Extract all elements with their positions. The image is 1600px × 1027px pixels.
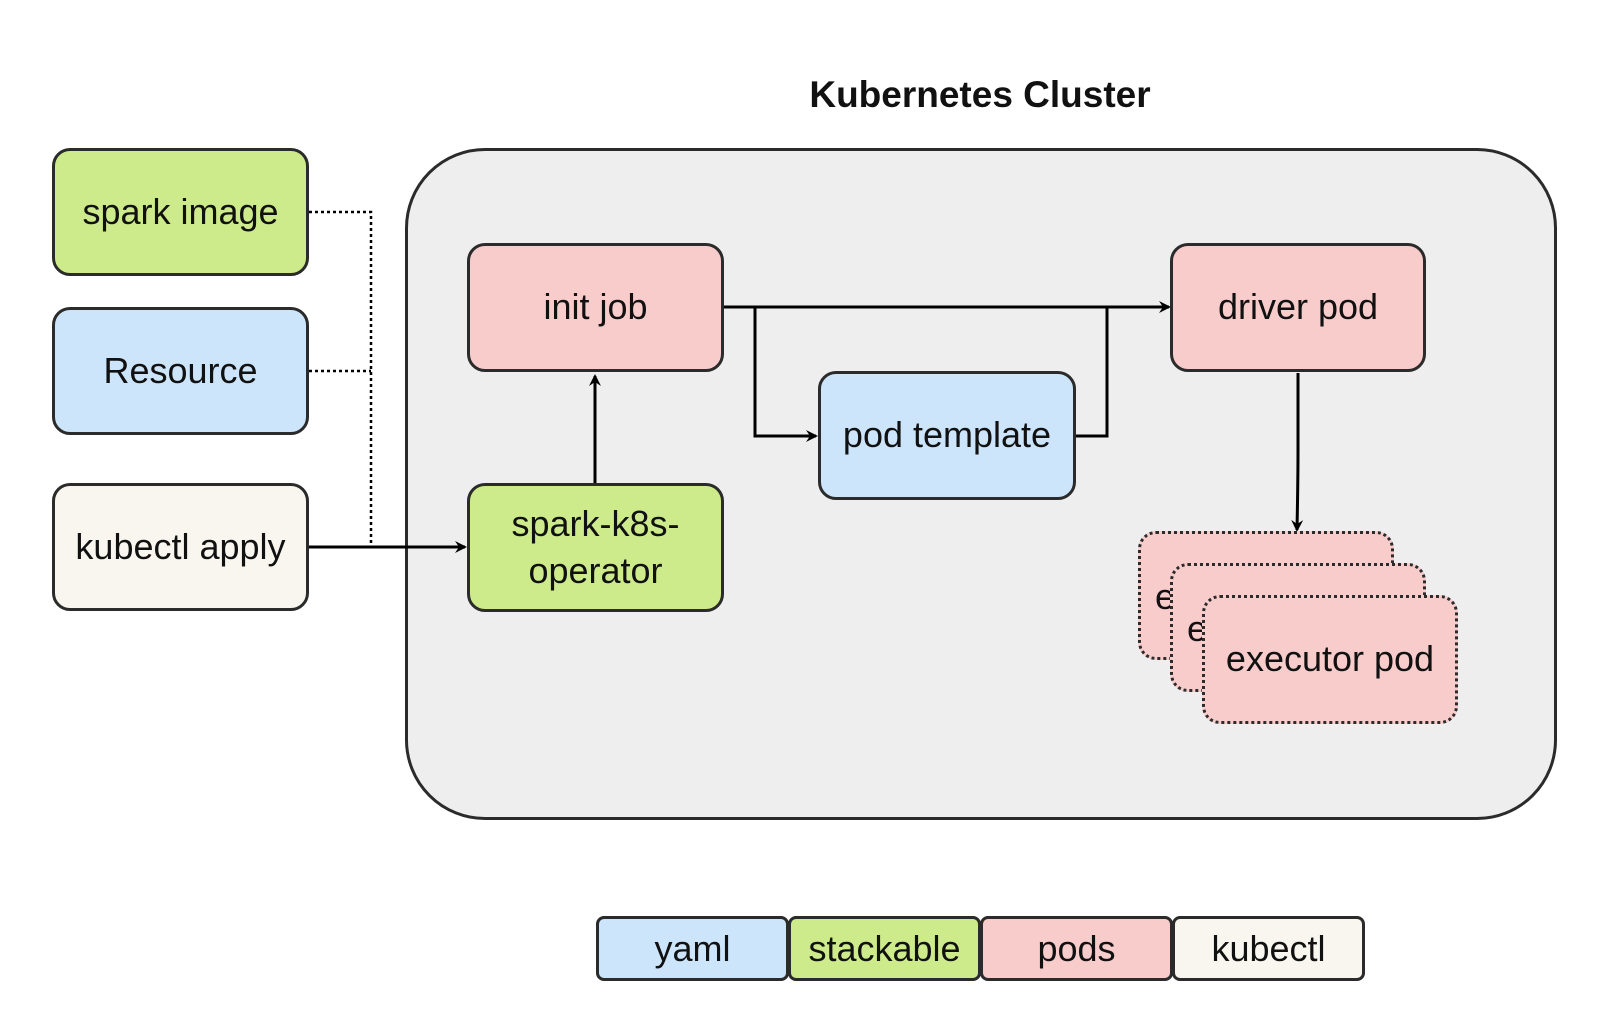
operator-label: spark-k8s- operator — [511, 502, 680, 591]
init-job-box: init job — [467, 243, 724, 372]
kubectl-apply-box: kubectl apply — [52, 483, 309, 611]
legend-kubectl-label: kubectl — [1211, 927, 1326, 969]
legend-pods: pods — [980, 916, 1173, 981]
resource-label: Resource — [103, 349, 258, 391]
legend-kubectl: kubectl — [1172, 916, 1365, 981]
spark-image-link — [309, 210, 373, 547]
legend-stackable: stackable — [788, 916, 981, 981]
resource-box: Resource — [52, 307, 309, 435]
executor-pod-label: executor pod — [1225, 638, 1435, 680]
legend-yaml-label: yaml — [654, 927, 731, 969]
spark-image-label: spark image — [82, 190, 279, 232]
executor-pod-front: executor pod — [1202, 595, 1458, 724]
kubectl-apply-label: kubectl apply — [75, 525, 286, 567]
driver-pod-box: driver pod — [1170, 243, 1426, 372]
legend-pods-label: pods — [1037, 927, 1116, 969]
legend-yaml: yaml — [596, 916, 789, 981]
pod-template-box: pod template — [818, 371, 1076, 500]
init-job-label: init job — [543, 286, 648, 328]
operator-box: spark-k8s- operator — [467, 483, 724, 612]
pod-template-label: pod template — [842, 414, 1052, 456]
driver-pod-label: driver pod — [1217, 286, 1379, 328]
legend-stackable-label: stackable — [808, 927, 961, 969]
cluster-title: Kubernetes Cluster — [809, 74, 1151, 115]
spark-image-box: spark image — [52, 148, 309, 276]
